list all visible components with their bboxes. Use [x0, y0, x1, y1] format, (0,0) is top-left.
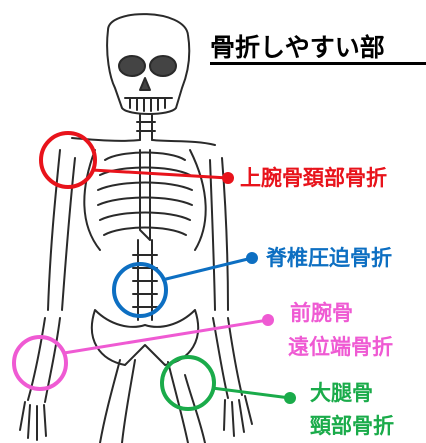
radius-connector-line	[64, 320, 268, 353]
neck	[137, 115, 155, 140]
femur-connector-dot	[284, 392, 296, 404]
humerus-connector-line	[92, 170, 228, 178]
teeth	[125, 98, 172, 111]
femur-fracture-label-line2: 頸部骨折	[310, 416, 394, 437]
spine-fracture-label: 脊椎圧迫骨折	[266, 248, 392, 269]
spine-fracture-circle	[114, 264, 166, 316]
humerus-connector-dot	[222, 172, 234, 184]
femur-connector-line	[212, 388, 290, 398]
radius-fracture-label-line1: 前腕骨	[290, 303, 353, 324]
right-hand	[224, 396, 252, 436]
left-humerus	[48, 150, 75, 310]
right-eye-socket	[150, 56, 176, 76]
femur-fracture-label-line1: 大腿骨	[310, 383, 373, 404]
ribs	[98, 153, 192, 236]
diagram-title: 骨折しやすい部	[210, 28, 426, 64]
left-eye-socket	[119, 56, 145, 76]
spine-connector-line	[162, 258, 252, 280]
radius-connector-dot	[262, 314, 274, 326]
right-forearm	[213, 318, 242, 398]
left-hand	[20, 402, 46, 440]
spine-connector-dot	[246, 252, 258, 264]
humerus-fracture-circle	[41, 133, 95, 187]
humerus-fracture-label: 上腕骨頚部骨折	[240, 168, 387, 189]
left-femur	[100, 360, 135, 443]
skeleton-drawing	[20, 14, 252, 443]
nose	[140, 78, 150, 90]
radius-fracture-label-line2: 遠位端骨折	[288, 337, 393, 358]
title-underline	[210, 62, 426, 65]
spine	[133, 240, 157, 320]
right-clavicle	[152, 140, 215, 145]
